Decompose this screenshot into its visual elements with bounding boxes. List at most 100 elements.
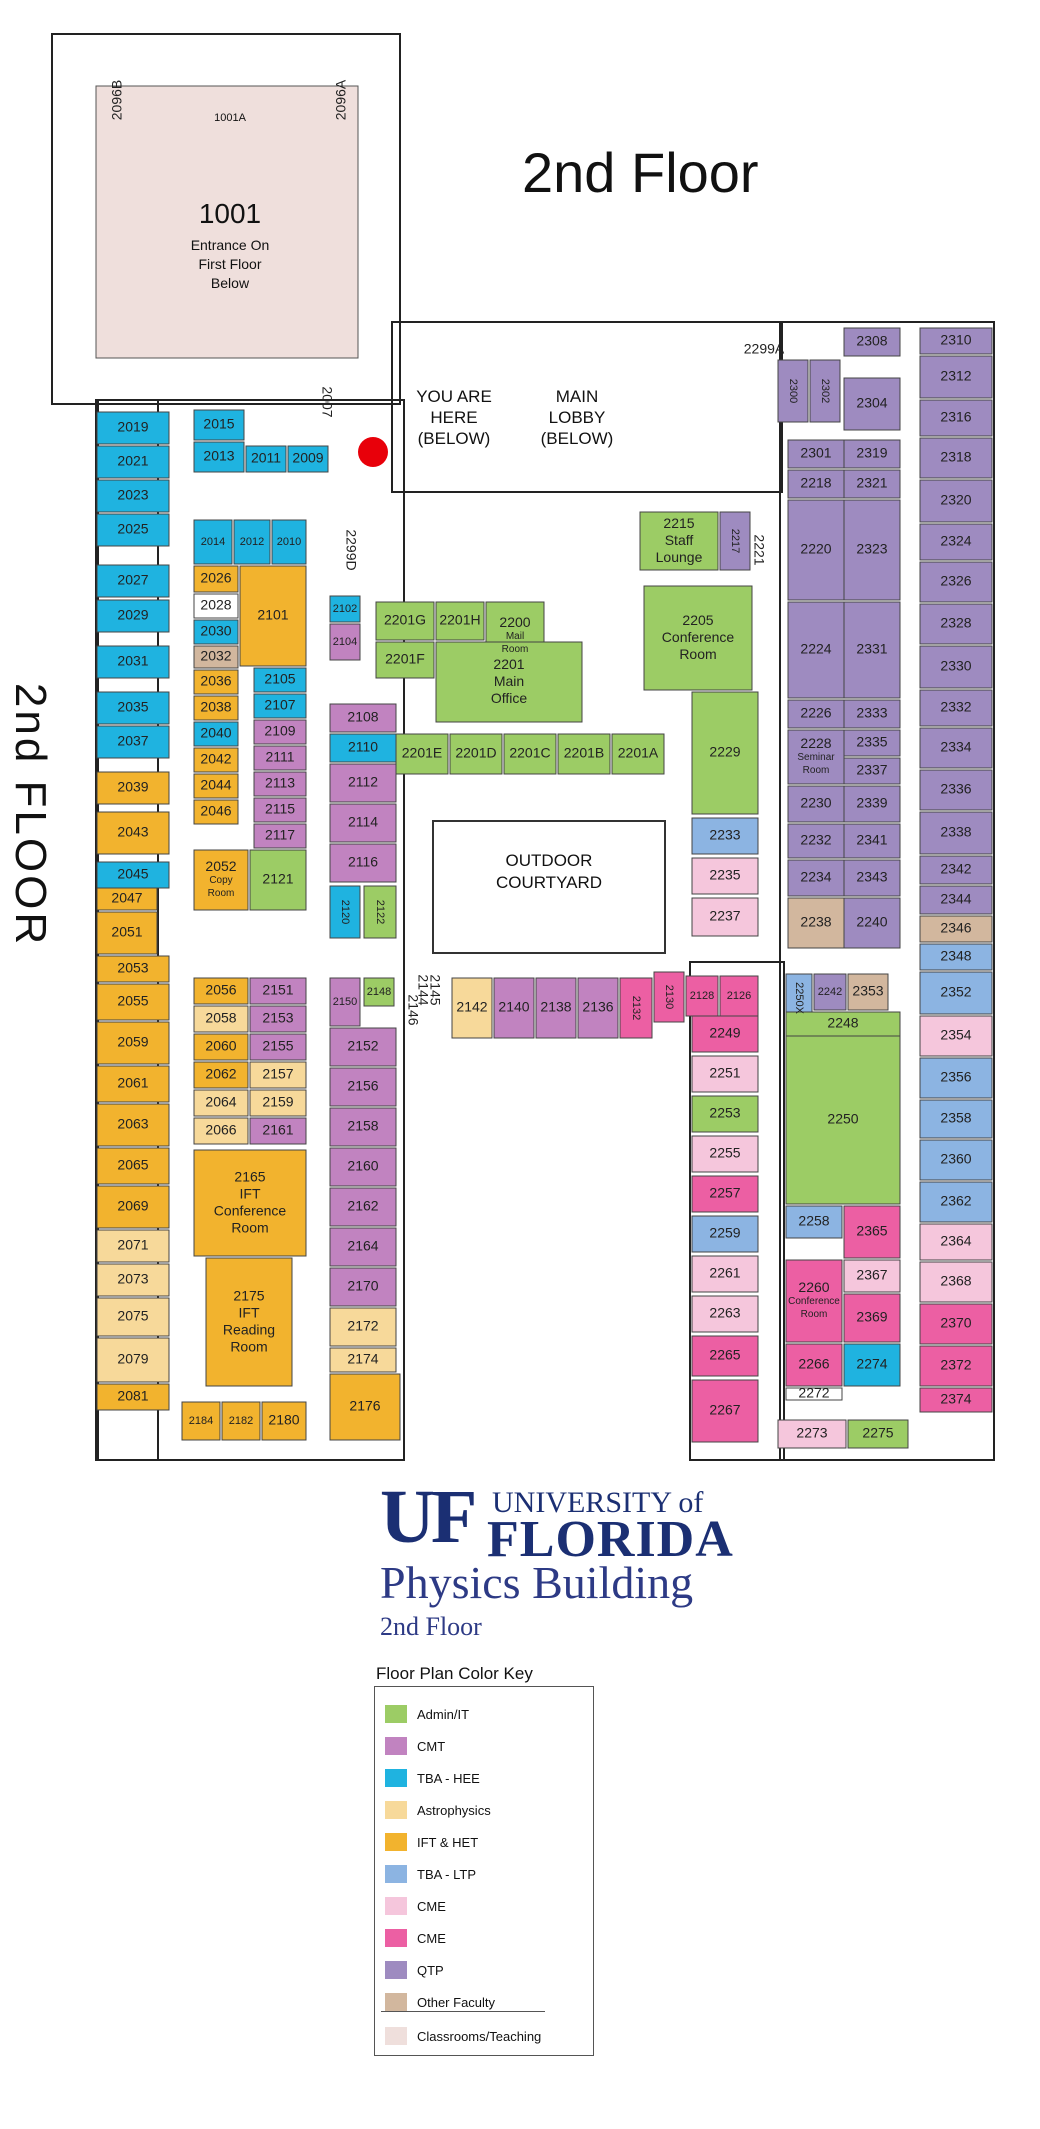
room-label-2029: 2029 [117,607,148,623]
room-1001-sub: 1001A [214,112,246,124]
room-2321 [843,469,901,499]
room-label-2162: 2162 [347,1198,378,1214]
room-2201H [435,601,485,641]
room-label-2346: 2346 [940,920,971,936]
room-2036 [193,669,239,695]
room-2037 [96,725,170,759]
room-2075 [96,1297,170,1337]
room-2319 [843,439,901,469]
room-2234 [787,859,845,897]
room-2275 [847,1419,909,1449]
room-2259 [691,1215,759,1253]
room-2328 [919,603,993,645]
room-label-2130: 2130 [663,985,675,1009]
small-label-2096A: 2096A [333,79,349,120]
room-label-2201H: 2201H [439,612,480,628]
room-2021 [96,445,170,479]
room-label-2035: 2035 [117,699,148,715]
legend-item-9: Other Faculty [385,1991,495,2013]
room-2302 [809,359,841,423]
room-label-2334: 2334 [940,739,971,755]
room-label-2104: 2104 [333,636,357,648]
room-2113 [253,771,307,797]
room-label-2226: 2226 [800,705,831,721]
room-2263 [691,1295,759,1333]
room-2310 [919,327,993,355]
room-2014 [193,519,233,565]
room-2044 [193,773,239,799]
room-label-2138: 2138 [540,999,571,1015]
room-2346 [919,915,993,943]
room-2040 [193,721,239,747]
room-2117 [253,823,307,849]
room-2251 [691,1055,759,1093]
room-label-2343: 2343 [856,869,887,885]
room-label-2043: 2043 [117,824,148,840]
you-are-here-marker [358,437,388,467]
room-2120 [329,885,361,939]
room-2365 [843,1205,901,1259]
room-2324 [919,523,993,561]
room-label-2140: 2140 [498,999,529,1015]
room-label-2011: 2011 [251,450,281,466]
room-2336 [919,769,993,811]
room-label-2369: 2369 [856,1309,887,1325]
courtyard-label-line2: COURTYARD [495,873,603,892]
room-2338 [919,811,993,855]
room-label-2251: 2251 [709,1065,740,1081]
room-2326 [919,561,993,603]
room-2116 [329,843,397,883]
room-label-2039: 2039 [117,779,148,795]
room-label-2111: 2111 [265,749,294,765]
legend-swatch [385,1833,407,1851]
legend-swatch [385,1769,407,1787]
room-2201B [557,733,611,775]
room-2260 [785,1259,843,1343]
room-label-2110: 2110 [348,739,378,755]
room-2047 [96,887,158,911]
room-2122 [363,885,397,939]
room-label-2069: 2069 [117,1198,148,1214]
room-label-2201B: 2201B [564,745,604,761]
room-2339 [843,785,901,823]
room-2323 [843,499,901,601]
room-label-2056: 2056 [205,982,236,998]
room-2176 [329,1373,401,1441]
room-2060 [193,1033,249,1061]
room-label-2120: 2120 [339,900,351,924]
room-2015 [193,409,245,441]
room-label-2324: 2324 [940,533,971,549]
room-2108 [329,703,397,733]
room-2030 [193,619,239,645]
courtyard-label-line1: OUTDOOR [505,851,593,870]
room-2128 [685,975,719,1017]
room-label-2014: 2014 [201,536,225,548]
room-label-2302: 2302 [819,379,831,403]
room-label-2217: 2217 [729,529,741,553]
room-label-2160: 2160 [347,1158,378,1174]
room-2217 [719,511,751,571]
room-2352 [919,971,993,1015]
room-label-2253: 2253 [709,1105,740,1121]
room-label-2126: 2126 [727,990,751,1002]
room-2148 [363,977,395,1007]
room-label-2065: 2065 [117,1157,148,1173]
room-label-2332: 2332 [940,699,971,715]
room-2201 [435,641,583,723]
room-2226 [787,699,845,729]
room-2105 [253,667,307,693]
small-label-2007: 2007 [319,386,335,417]
room-2364 [919,1223,993,1261]
room-label-2339: 2339 [856,795,887,811]
room-2159 [249,1089,307,1117]
room-label-2249: 2249 [709,1025,740,1041]
room-label-2201F: 2201F [385,651,425,667]
legend-swatch [385,1961,407,1979]
room-label-2336: 2336 [940,781,971,797]
room-label-2040: 2040 [200,725,231,741]
room-label-2036: 2036 [200,673,231,689]
room-label-2274: 2274 [856,1356,887,1372]
room-label-2341: 2341 [856,832,887,848]
